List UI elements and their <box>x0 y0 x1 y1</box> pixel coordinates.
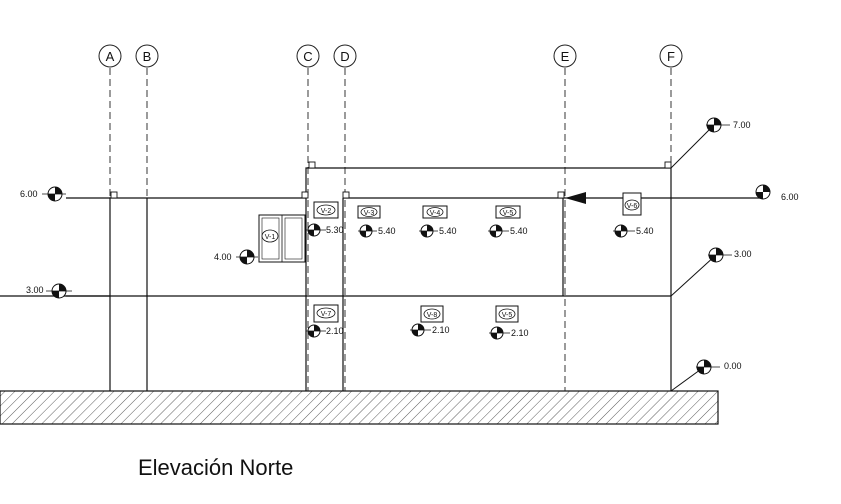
window-tag-v7: V-7 <box>321 311 332 318</box>
sill-level-v4: 5.40 <box>439 226 457 236</box>
sill-level-v7: 2.10 <box>326 326 344 336</box>
building-outline <box>0 167 760 391</box>
level-label-400: 4.00 <box>214 252 232 262</box>
grid-label-d: D <box>340 49 349 64</box>
window-tag-v4: V-4 <box>430 210 441 217</box>
sill-level-v5-lower: 2.10 <box>511 328 529 338</box>
level-label-600-right: 6.00 <box>781 192 799 202</box>
sill-level-v8: 2.10 <box>432 325 450 335</box>
sill-level-v5: 5.40 <box>510 226 528 236</box>
window-tag-v6: V-6 <box>627 203 638 210</box>
sill-level-v3: 5.40 <box>378 226 396 236</box>
windows: V-1 V-2 V-3 V-4 V-5 V-6 V-7 V-8 V-5 <box>258 192 642 323</box>
level-label-700: 7.00 <box>733 120 751 130</box>
sill-level-v6: 5.40 <box>636 226 654 236</box>
drawing-title: Elevación Norte <box>138 455 294 480</box>
sill-level-marks: 5.30 5.40 5.40 5.40 5.40 2.10 <box>306 223 654 340</box>
grid-label-c: C <box>303 49 312 64</box>
window-tag-v3: V-3 <box>364 210 375 217</box>
window-tag-v8: V-8 <box>427 312 438 319</box>
grid-label-a: A <box>106 49 115 64</box>
ground-hatch <box>0 390 719 425</box>
window-tag-v1: V-1 <box>265 234 276 241</box>
section-arrow <box>565 192 586 204</box>
window-tag-v5-lower: V-5 <box>502 312 513 319</box>
grid-label-b: B <box>143 49 152 64</box>
level-label-300-left: 3.00 <box>26 285 44 295</box>
grid-label-f: F <box>667 49 675 64</box>
level-label-000: 0.00 <box>724 361 742 371</box>
corner-markers <box>110 161 672 199</box>
grid-bubbles: A B C D E F <box>98 44 683 68</box>
grid-label-e: E <box>561 49 570 64</box>
sill-level-v2: 5.30 <box>326 225 344 235</box>
level-label-300-right: 3.00 <box>734 249 752 259</box>
level-marks: 7.00 6.00 6.00 4.00 3.00 3.00 0.00 <box>20 117 799 392</box>
window-tag-v5: V-5 <box>503 210 514 217</box>
level-label-600-left: 6.00 <box>20 189 38 199</box>
window-tag-v2: V-2 <box>321 208 332 215</box>
